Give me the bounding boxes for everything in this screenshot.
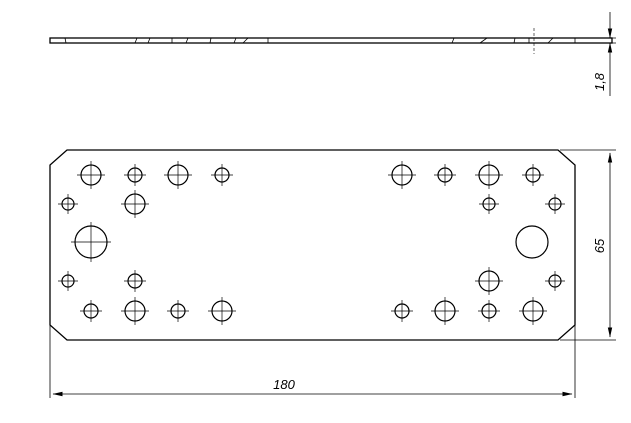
mounting-hole bbox=[124, 270, 146, 292]
mounting-hole bbox=[58, 194, 78, 214]
plate-outline bbox=[49, 149, 576, 341]
mounting-hole bbox=[208, 297, 236, 325]
width-label: 180 bbox=[273, 377, 295, 392]
front-view bbox=[49, 149, 576, 341]
holes-group bbox=[58, 161, 565, 325]
mounting-hole bbox=[545, 194, 565, 214]
height-dimension: 65 bbox=[560, 149, 616, 341]
height-label: 65 bbox=[592, 238, 607, 253]
mounting-hole bbox=[388, 161, 416, 189]
mounting-hole bbox=[121, 297, 149, 325]
mounting-hole bbox=[77, 161, 105, 189]
mounting-hole bbox=[58, 271, 78, 291]
mounting-hole bbox=[475, 161, 503, 189]
mounting-hole bbox=[515, 225, 549, 259]
mounting-hole bbox=[80, 300, 102, 322]
mounting-hole bbox=[478, 300, 500, 322]
side-view-outline bbox=[49, 37, 613, 44]
mounting-hole bbox=[121, 190, 149, 218]
mounting-hole bbox=[522, 164, 544, 186]
mounting-hole bbox=[211, 164, 233, 186]
mounting-hole bbox=[164, 161, 192, 189]
side-view-hole-marks bbox=[64, 37, 576, 44]
mounting-hole bbox=[124, 164, 146, 186]
width-dimension: 180 bbox=[49, 325, 576, 398]
mounting-hole bbox=[391, 300, 413, 322]
mounting-hole bbox=[71, 222, 111, 262]
mounting-hole bbox=[479, 194, 499, 214]
mounting-hole bbox=[167, 300, 189, 322]
mounting-hole bbox=[431, 297, 459, 325]
mounting-hole bbox=[545, 271, 565, 291]
mounting-hole bbox=[519, 297, 547, 325]
thickness-label: 1,8 bbox=[592, 72, 607, 91]
side-view bbox=[49, 28, 613, 54]
mounting-hole bbox=[434, 164, 456, 186]
thickness-dimension: 1,8 bbox=[575, 12, 616, 96]
mounting-hole bbox=[475, 267, 503, 295]
